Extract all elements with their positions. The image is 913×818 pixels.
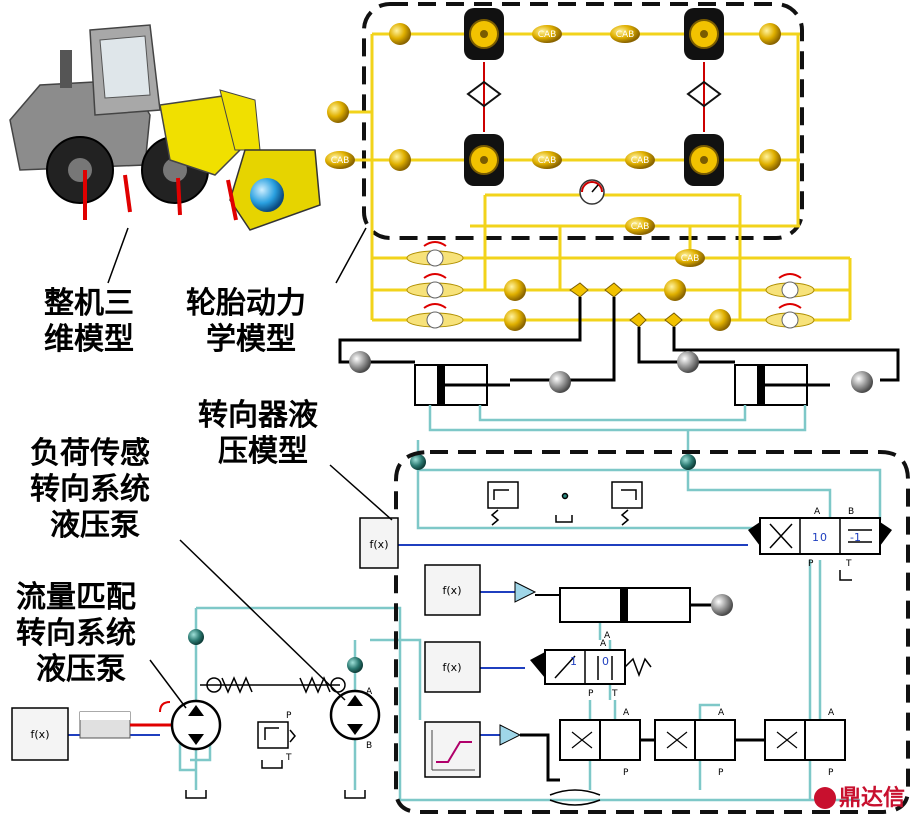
label-line: 负荷传感 xyxy=(30,436,150,471)
label-vehicle-model: 整机三 维模型 xyxy=(44,286,134,358)
rotary-sum-elements xyxy=(406,241,815,329)
watermark-text: 鼎达信 xyxy=(838,786,905,811)
label-line: 流量匹配 xyxy=(16,580,136,615)
port-label: A xyxy=(718,708,725,718)
pressure-comp-valve: P T xyxy=(257,711,296,763)
tire-dynamics-dashed-box xyxy=(362,2,804,240)
valve-state-label: 0 xyxy=(602,655,609,668)
bottom-valve-row xyxy=(559,719,846,761)
signal-curve-block xyxy=(424,721,481,778)
gauge-icon xyxy=(579,179,605,205)
two-position-valve: 1 0 P T A xyxy=(530,639,652,699)
fx-block-flow-pump: f(x) xyxy=(11,707,69,761)
mechanical-line-network xyxy=(330,32,852,322)
label-line: 转向系统 xyxy=(16,616,136,651)
port-label: P xyxy=(623,768,629,778)
label-line: 液压泵 xyxy=(50,508,140,543)
label-tire-dynamics-model: 轮胎动力 学模型 xyxy=(186,286,306,358)
steering-cylinder-right xyxy=(677,351,873,406)
actuator-cylinder-middle: A xyxy=(535,587,733,641)
port-label: A xyxy=(600,639,607,649)
label-line: 压模型 xyxy=(218,434,308,469)
cab-token-label: CAB xyxy=(616,30,635,40)
pump-check-valves xyxy=(200,676,346,694)
flow-matching-pump xyxy=(79,699,222,751)
tank-symbols xyxy=(185,760,366,799)
port-label: A xyxy=(623,708,630,718)
port-label: P xyxy=(718,768,724,778)
steering-gear-dashed-box xyxy=(394,450,910,814)
fx-block-cylinder-control: f(x) xyxy=(424,564,481,616)
gain-triangles xyxy=(499,581,537,746)
hydraulic-node-balls xyxy=(188,454,696,673)
fx-block-label: f(x) xyxy=(31,728,50,741)
cab-token-label: CAB xyxy=(631,222,650,232)
port-label: T xyxy=(285,753,292,763)
label-line: 液压泵 xyxy=(36,652,126,687)
tire-models xyxy=(464,8,724,186)
fx-block-label: f(x) xyxy=(370,538,389,551)
label-line: 学模型 xyxy=(206,322,296,357)
label-flow-matching-pump: 流量匹配 转向系统 液压泵 xyxy=(16,580,136,688)
port-label: A xyxy=(828,708,835,718)
port-label: T xyxy=(611,689,618,699)
port-label: B xyxy=(366,741,372,751)
port-label: A xyxy=(366,687,373,697)
bottom-valve-ports: A A A P P P xyxy=(623,708,835,778)
transducer-elements xyxy=(569,282,683,328)
load-sensing-pump: A B xyxy=(329,687,381,751)
fx-block-steering-gear: f(x) xyxy=(359,517,399,569)
valve-state-label: 1 xyxy=(570,655,577,668)
bottom-valve-links xyxy=(520,733,765,806)
cab-token-label: CAB xyxy=(538,30,557,40)
steering-cylinder-left xyxy=(349,351,571,406)
wheel-loader-illustration xyxy=(9,24,321,231)
port-label: A xyxy=(604,631,611,641)
valve-state-label: 1 xyxy=(812,531,819,544)
cab-token-label: CAB xyxy=(681,254,700,264)
port-label: P xyxy=(588,689,594,699)
cab-tokens: CAB CAB CAB CAB CAB CAB CAB xyxy=(325,25,705,267)
port-label: P xyxy=(286,711,292,721)
relief-valves xyxy=(487,481,643,526)
label-line: 轮胎动力 xyxy=(186,286,306,321)
label-line: 转向系统 xyxy=(30,472,150,507)
valve-state-label: 0 xyxy=(820,531,827,544)
callout-leaders xyxy=(107,227,393,709)
label-line: 整机三 xyxy=(44,286,134,321)
label-load-sensing-pump: 负荷传感 转向系统 液压泵 xyxy=(30,436,150,544)
port-label: P xyxy=(828,768,834,778)
cab-token-label: CAB xyxy=(331,156,350,166)
label-line: 维模型 xyxy=(44,322,134,357)
port-label: B xyxy=(848,507,854,517)
fx-block-label: f(x) xyxy=(443,661,462,674)
port-label: T xyxy=(845,559,852,569)
watermark-seal-icon xyxy=(813,787,836,809)
label-line: 转向器液 xyxy=(198,398,318,433)
port-label: P xyxy=(808,559,814,569)
label-steering-gear-hydraulic-model: 转向器液 压模型 xyxy=(198,398,318,470)
directional-valve-main: 1 0 -1 A B P T xyxy=(748,507,892,581)
fx-block-label: f(x) xyxy=(443,584,462,597)
tire-gold-balls xyxy=(327,23,781,331)
watermark: 鼎达信 xyxy=(813,780,905,812)
cab-token-label: CAB xyxy=(631,156,650,166)
valve-state-label: -1 xyxy=(850,531,861,544)
fx-block-valve-control: f(x) xyxy=(424,641,481,693)
cab-token-label: CAB xyxy=(538,156,557,166)
port-label: A xyxy=(814,507,821,517)
